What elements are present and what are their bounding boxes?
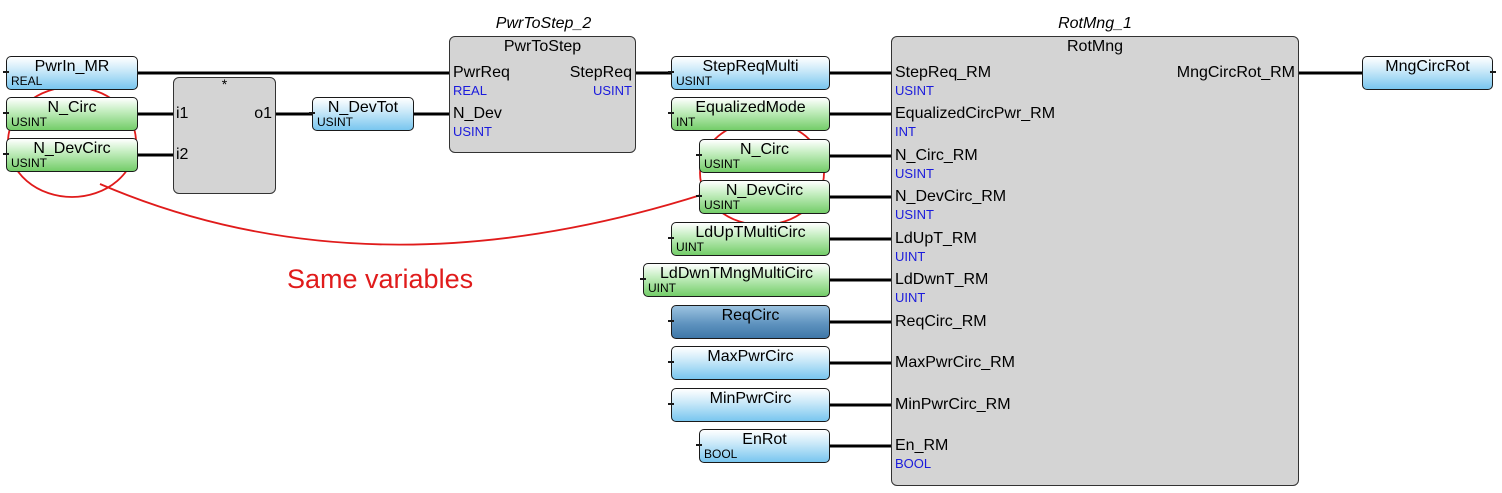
var-pin (696, 154, 702, 156)
var-name: StepReqMulti (702, 58, 799, 75)
rotmng-block[interactable]: RotMng StepReq_RM USINT EqualizedCircPwr… (891, 36, 1299, 486)
port-n-dev-type: USINT (453, 124, 492, 139)
multiply-block-label: * (221, 76, 228, 92)
port-o1: o1 (254, 105, 272, 122)
annotation-arc (99, 183, 705, 246)
var-n-circ-left[interactable]: N_Circ USINT (3, 97, 138, 131)
port-mngcircrot-rm: MngCircRot_RM (1176, 64, 1295, 81)
port-n-circ-rm: N_Circ_RM (895, 147, 978, 164)
port-pwrreq: PwrReq (453, 64, 510, 81)
port-ldupt-rm-type: UINT (895, 249, 926, 264)
port-i2: i2 (176, 146, 189, 163)
var-pin (3, 71, 9, 73)
var-name: EnRot (742, 431, 787, 448)
port-reqcirc-rm: ReqCirc_RM (895, 313, 987, 330)
multiply-block[interactable]: * i1 i2 o1 (173, 76, 276, 194)
var-pin (668, 403, 674, 405)
rotmng-instance-name: RotMng_1 (1058, 15, 1132, 32)
port-stepreq: StepReq (569, 64, 632, 81)
pwrtostep-instance-name: PwrToStep_2 (495, 15, 592, 32)
rotmng-type-name: RotMng (1066, 38, 1124, 55)
var-name: N_Circ (740, 141, 789, 158)
var-type: USINT (704, 198, 740, 212)
var-n-circ-right[interactable]: N_Circ USINT (696, 139, 830, 173)
var-mngcircrot[interactable]: MngCircRot (1362, 56, 1496, 90)
var-pin (696, 195, 702, 197)
port-en-rm: En_RM (895, 437, 949, 454)
var-lddwntmngmulticirc[interactable]: LdDwnTMngMultiCirc UINT (640, 263, 830, 297)
var-name: EqualizedMode (695, 99, 806, 116)
var-type: BOOL (704, 447, 738, 461)
port-n-devcirc-rm-type: USINT (895, 207, 934, 222)
port-n-devcirc-rm: N_DevCirc_RM (895, 188, 1007, 205)
var-name: N_DevTot (327, 99, 399, 116)
port-i1: i1 (176, 105, 189, 122)
var-pin (3, 153, 9, 155)
port-stepreq-rm: StepReq_RM (895, 64, 992, 81)
var-maxpwrcirc[interactable]: MaxPwrCirc (668, 346, 830, 380)
var-type: USINT (11, 115, 47, 129)
var-pin (1490, 71, 1496, 73)
pwrtostep-type-name: PwrToStep (503, 38, 582, 55)
port-stepreq-type: USINT (593, 83, 632, 98)
var-type: USINT (11, 156, 47, 170)
var-pin (668, 112, 674, 114)
port-n-circ-rm-type: USINT (895, 166, 934, 181)
var-pin (640, 278, 646, 280)
port-n-dev: N_Dev (453, 105, 502, 122)
var-enrot[interactable]: EnRot BOOL (696, 429, 830, 463)
var-type: INT (676, 115, 696, 129)
var-n-devcirc-right[interactable]: N_DevCirc USINT (696, 180, 830, 214)
var-type: USINT (317, 115, 353, 129)
var-pin (3, 112, 9, 114)
port-lddwnt-rm: LdDwnT_RM (895, 271, 989, 288)
var-pin (309, 112, 315, 114)
var-name: LdUpTMultiCirc (695, 224, 806, 241)
port-en-rm-type: BOOL (895, 456, 932, 471)
var-name: N_Circ (47, 99, 97, 116)
var-pin (668, 361, 674, 363)
port-lddwnt-rm-type: UINT (895, 290, 926, 305)
var-pin (668, 237, 674, 239)
var-name: MinPwrCirc (709, 390, 792, 407)
var-n-devtot[interactable]: N_DevTot USINT (309, 97, 414, 131)
var-name: PwrIn_MR (34, 58, 110, 75)
var-minpwrcirc[interactable]: MinPwrCirc (668, 388, 830, 422)
port-pwrreq-type: REAL (453, 83, 487, 98)
var-name: LdDwnTMngMultiCirc (660, 265, 813, 282)
var-stepreqmulti[interactable]: StepReqMulti USINT (668, 56, 830, 90)
var-reqcirc[interactable]: ReqCirc (668, 305, 830, 339)
var-type: UINT (648, 281, 676, 295)
port-equalizedcircpwr-rm: EqualizedCircPwr_RM (895, 105, 1056, 122)
port-stepreq-rm-type: USINT (895, 83, 934, 98)
port-maxpwrcirc-rm: MaxPwrCirc_RM (895, 354, 1015, 371)
var-type: USINT (676, 74, 712, 88)
port-ldupt-rm: LdUpT_RM (895, 230, 977, 247)
var-type: REAL (11, 74, 43, 88)
annotation-same-variables: Same variables (287, 264, 474, 294)
var-n-devcirc-left[interactable]: N_DevCirc USINT (3, 138, 138, 172)
var-type: USINT (704, 157, 740, 171)
var-type: UINT (676, 240, 704, 254)
var-equalizedmode[interactable]: EqualizedMode INT (668, 97, 830, 131)
var-lduptmulticirc[interactable]: LdUpTMultiCirc UINT (668, 222, 830, 256)
port-minpwrcirc-rm: MinPwrCirc_RM (895, 396, 1011, 413)
var-name: N_DevCirc (33, 140, 111, 157)
port-equalizedcircpwr-rm-type: INT (895, 124, 916, 139)
var-name: N_DevCirc (725, 182, 804, 199)
var-name: MaxPwrCirc (707, 348, 794, 365)
var-name: MngCircRot (1385, 58, 1470, 75)
var-name: ReqCirc (721, 307, 780, 324)
var-pin (668, 71, 674, 73)
var-pin (668, 320, 674, 322)
pwrtostep-block[interactable]: PwrToStep PwrReq REAL N_Dev USINT StepRe… (449, 36, 636, 153)
var-pwrin-mr[interactable]: PwrIn_MR REAL (3, 56, 138, 90)
var-pin (696, 444, 702, 446)
